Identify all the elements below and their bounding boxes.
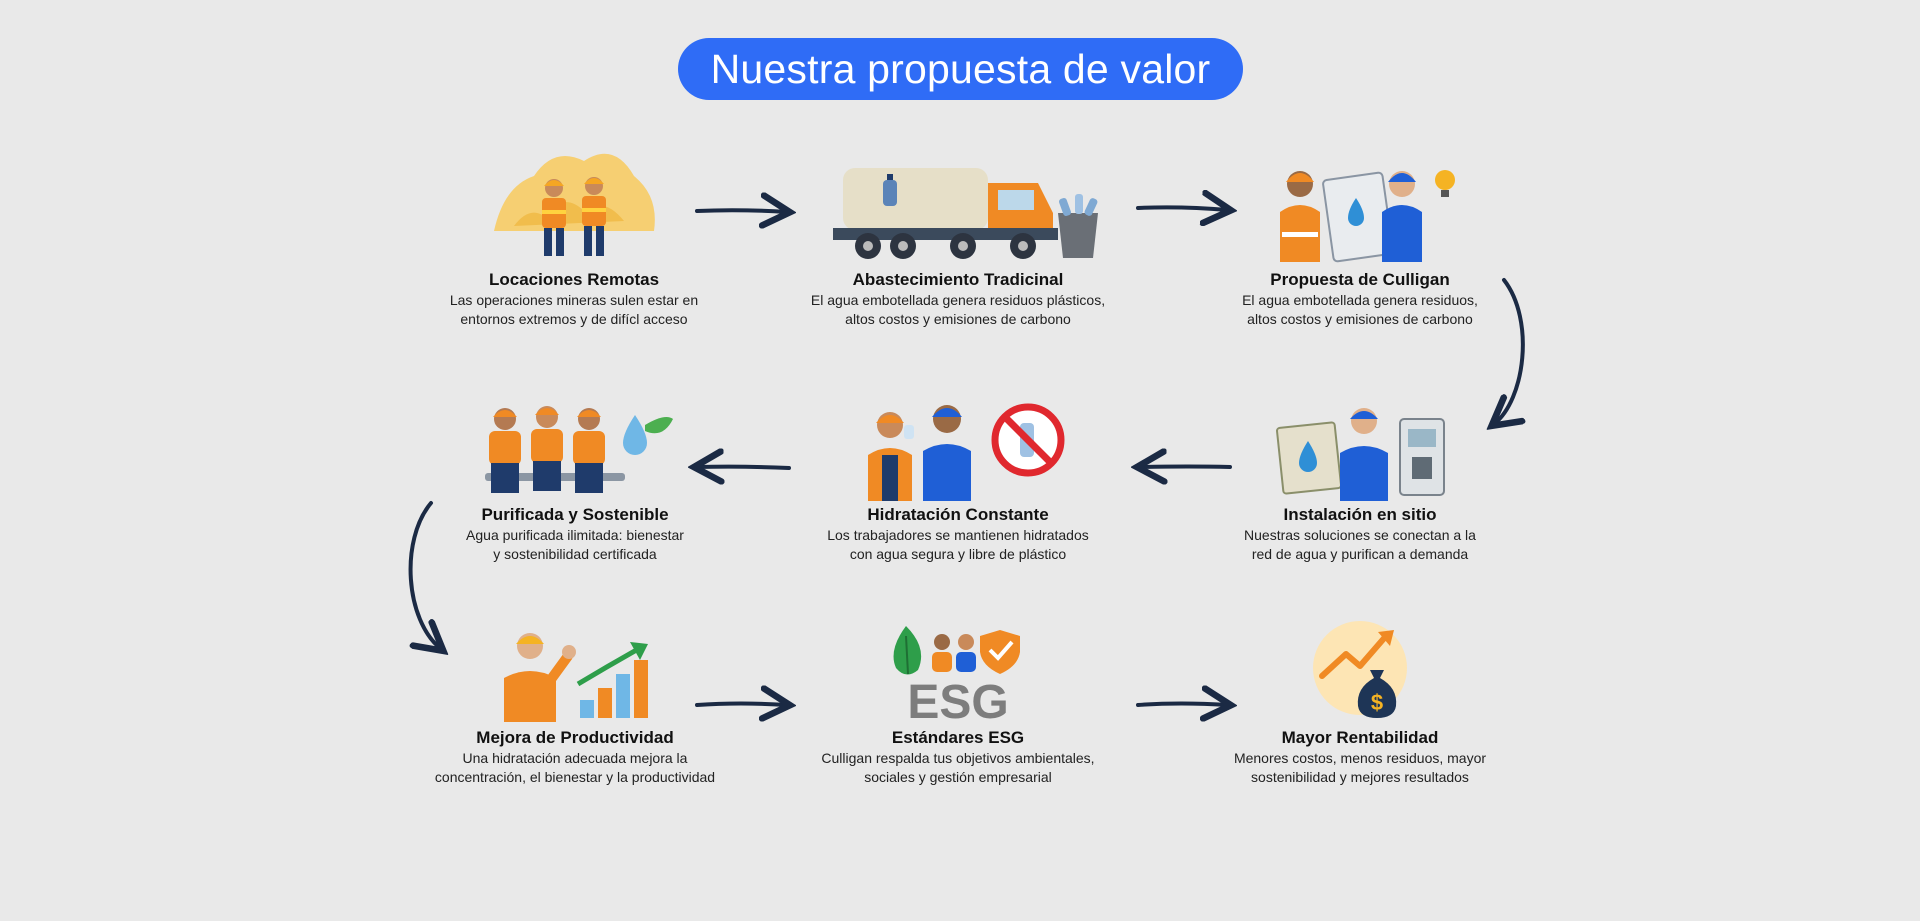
step-instalacion-sitio: Instalación en sitio Nuestras soluciones… — [1200, 395, 1520, 563]
arrow-1-2 — [695, 210, 787, 212]
consultants-plan-icon — [1280, 170, 1455, 263]
technician-dispenser-icon — [1276, 408, 1445, 501]
step-label: Hidratación Constante — [867, 505, 1049, 524]
step-mayor-rentabilidad: $ Mayor Rentabilidad Menores costos, men… — [1200, 618, 1520, 786]
step-label: Locaciones Remotas — [488, 270, 660, 289]
step-label: Estándares ESG — [891, 728, 1025, 747]
dollar-sign: $ — [1371, 690, 1383, 715]
step-label: Purificada y Sostenible — [481, 505, 669, 524]
step-label: Abastecimiento Tradicinal — [852, 270, 1064, 289]
step-propuesta-culligan: Propuesta de Culligan El agua embotellad… — [1200, 158, 1520, 328]
step-desc-line1: El agua embotellada genera residuos plás… — [810, 292, 1106, 308]
money-bag-growth-icon: $ — [1313, 621, 1407, 718]
step-desc-line1: Menores costos, menos residuos, mayor — [1233, 750, 1487, 766]
step-desc-line1: Culligan respalda tus objetivos ambienta… — [821, 750, 1095, 766]
workers-waterdrop-icon — [485, 406, 673, 493]
arrow-8-9 — [1136, 704, 1228, 706]
worker-growth-chart-icon — [504, 633, 648, 722]
step-desc-line2: concentración, el bienestar y la product… — [434, 769, 716, 785]
step-label: Mayor Rentabilidad — [1281, 728, 1439, 747]
esg-text: ESG — [907, 676, 1008, 724]
step-desc-line2: sociales y gestión empresarial — [864, 769, 1052, 785]
step-desc-line2: altos costos y emisiones de carbono — [1247, 311, 1473, 327]
step-estandares-esg: ESG Estándares ESG Culligan respalda tus… — [798, 618, 1118, 786]
step-desc-line2: sostenibilidad y mejores resultados — [1251, 769, 1469, 785]
step-desc-line1: Nuestras soluciones se conectan a la — [1244, 527, 1476, 543]
esg-icon: ESG — [893, 626, 1020, 724]
step-mejora-productividad: Mejora de Productividad Una hidratación … — [415, 618, 735, 786]
step-desc-line2: altos costos y emisiones de carbono — [845, 311, 1071, 327]
step-abastecimiento-tradicional: Abastecimiento Tradicinal El agua embote… — [798, 158, 1118, 328]
arrow-5-6 — [697, 467, 791, 468]
step-label: Instalación en sitio — [1283, 505, 1437, 524]
arrow-3-4 — [1494, 278, 1523, 424]
step-desc-line1: Una hidratación adecuada mejora la — [462, 750, 688, 766]
step-desc-line2: con agua segura y libre de plástico — [849, 546, 1067, 562]
step-desc-line2: red de agua y purifican a demanda — [1251, 546, 1469, 562]
step-desc-line2: entornos extremos y de difícl acceso — [460, 311, 688, 327]
step-desc-line2: y sostenibilidad certificada — [493, 546, 657, 562]
arrow-6-7 — [408, 501, 441, 649]
step-desc-line1: Los trabajadores se mantienen hidratados — [827, 527, 1089, 543]
step-locaciones-remotas: Locaciones Remotas Las operaciones miner… — [414, 136, 734, 328]
water-truck-icon — [833, 168, 1098, 259]
step-desc-line1: Agua purificada ilimitada: bienestar — [466, 527, 684, 543]
step-purificada-sostenible: Purificada y Sostenible Agua purificada … — [415, 395, 735, 563]
step-hidratacion-constante: Hidratación Constante Los trabajadores s… — [798, 395, 1118, 563]
page-title: Nuestra propuesta de valor — [678, 38, 1243, 100]
step-label: Mejora de Productividad — [476, 728, 674, 747]
arrow-4-5 — [1140, 467, 1232, 468]
workers-no-plastic-icon — [868, 403, 1065, 501]
step-desc-line1: El agua embotellada genera residuos, — [1242, 292, 1478, 308]
step-label: Propuesta de Culligan — [1270, 270, 1450, 289]
arrow-7-8 — [695, 704, 787, 706]
arrow-2-3 — [1136, 207, 1228, 210]
miners-mountain-icon — [494, 153, 655, 256]
step-desc-line1: Las operaciones mineras sulen estar en — [449, 292, 699, 308]
